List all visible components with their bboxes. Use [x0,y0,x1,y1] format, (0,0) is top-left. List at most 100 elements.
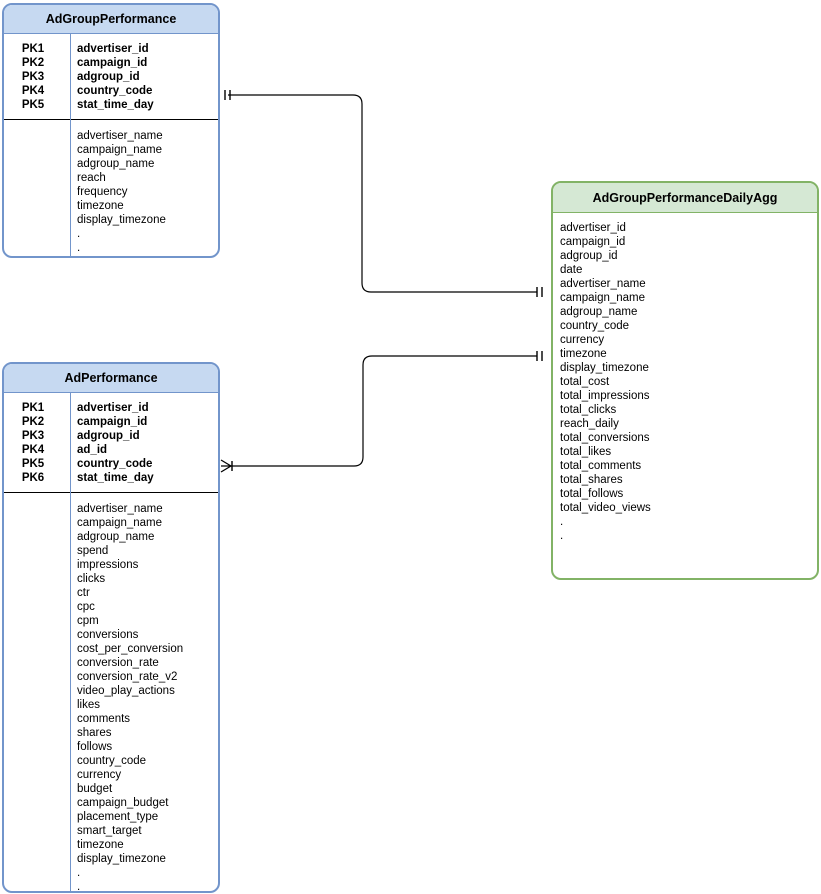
pk-label: PK3 [21,430,45,442]
relationship-adgroup-to-agg[interactable] [224,90,543,297]
pk-label: PK2 [21,416,45,428]
pk-label: PK5 [21,458,45,470]
entity-title: AdGroupPerformance [4,5,218,34]
attribute: spend [77,545,109,557]
attribute-ellipsis: . [560,530,564,542]
relationship-ad-to-agg[interactable] [220,351,543,473]
relationship-line [231,355,537,467]
pk-field: country_code [77,458,153,470]
pk-field: advertiser_id [77,402,149,414]
attribute-ellipsis: . [77,881,81,893]
pk-field: stat_time_day [77,472,154,484]
relationship-line [228,94,537,293]
attribute: advertiser_name [77,503,163,515]
attribute: conversion_rate [77,657,159,669]
attribute: follows [77,741,113,753]
attribute: shares [77,727,112,739]
column-divider [70,34,71,256]
attribute: campaign_name [77,517,163,529]
pk-field: adgroup_id [77,71,140,83]
pk-field: campaign_id [77,416,148,428]
entity-ad-performance[interactable]: AdPerformance PK1 PK2 PK3 PK4 PK5 PK6 ad… [2,362,220,893]
entity-body: PK1 PK2 PK3 PK4 PK5 advertiser_id campai… [4,34,218,256]
attribute: advertiser_id [560,222,626,234]
entity-body: advertiser_id campaign_id adgroup_id dat… [553,213,817,578]
attribute: timezone [77,839,124,851]
attribute: currency [77,769,122,781]
attribute: impressions [77,559,139,571]
pk-field: adgroup_id [77,430,140,442]
entity-body: PK1 PK2 PK3 PK4 PK5 PK6 advertiser_id ca… [4,393,218,891]
attribute: total_shares [560,474,623,486]
attribute-fields: advertiser_name campaign_name adgroup_na… [70,493,218,893]
attribute: total_video_views [560,502,651,514]
attribute: adgroup_name [77,531,155,543]
attribute: campaign_name [77,144,163,156]
attribute-section: advertiser_name campaign_name adgroup_na… [4,493,218,893]
attribute: total_conversions [560,432,650,444]
pk-label: PK1 [21,43,45,55]
attribute: adgroup_id [560,250,618,262]
attribute-fields: advertiser_name campaign_name adgroup_na… [70,120,218,256]
attribute: total_follows [560,488,624,500]
attribute: date [560,264,583,276]
attribute: reach [77,172,106,184]
attribute: cpc [77,601,95,613]
cardinality-many-crowsfoot-icon [220,459,232,473]
attribute: placement_type [77,811,159,823]
attribute: timezone [77,200,124,212]
primary-key-fields: advertiser_id campaign_id adgroup_id cou… [70,34,218,119]
pk-field: ad_id [77,444,108,456]
entity-adgroup-performance[interactable]: AdGroupPerformance PK1 PK2 PK3 PK4 PK5 a… [2,3,220,258]
attribute: campaign_name [560,292,646,304]
attribute: reach_daily [560,418,619,430]
attribute: total_impressions [560,390,650,402]
pk-label: PK1 [21,402,45,414]
attribute: conversion_rate_v2 [77,671,178,683]
attribute: ctr [77,587,90,599]
attribute: comments [77,713,131,725]
attribute: budget [77,783,113,795]
pk-label: PK3 [21,71,45,83]
pk-label: PK2 [21,57,45,69]
pk-label: PK4 [21,444,45,456]
attribute-ellipsis: . [77,867,81,879]
pk-field: advertiser_id [77,43,149,55]
attribute: advertiser_name [77,130,163,142]
attribute: video_play_actions [77,685,175,697]
attribute-ellipsis: . [77,228,81,240]
primary-key-section: PK1 PK2 PK3 PK4 PK5 PK6 advertiser_id ca… [4,393,218,493]
attribute: total_clicks [560,404,617,416]
pk-label: PK5 [21,99,45,111]
attribute: adgroup_name [560,306,638,318]
attribute: total_comments [560,460,642,472]
attribute: country_code [560,320,630,332]
primary-key-labels: PK1 PK2 PK3 PK4 PK5 [4,34,70,119]
attribute: country_code [77,755,147,767]
attribute: conversions [77,629,139,641]
entity-title: AdGroupPerformanceDailyAgg [553,183,817,213]
attribute: likes [77,699,101,711]
attribute: adgroup_name [77,158,155,170]
attribute: cpm [77,615,99,627]
attribute: cost_per_conversion [77,643,184,655]
attribute: display_timezone [560,362,649,374]
attribute: timezone [560,348,607,360]
attribute: display_timezone [77,214,166,226]
attribute: frequency [77,186,128,198]
attribute: smart_target [77,825,142,837]
attribute: total_cost [560,376,610,388]
primary-key-section: PK1 PK2 PK3 PK4 PK5 advertiser_id campai… [4,34,218,120]
attribute: total_likes [560,446,612,458]
primary-key-fields: advertiser_id campaign_id adgroup_id ad_… [70,393,218,492]
attribute-ellipsis: . [77,242,81,254]
entity-title: AdPerformance [4,364,218,393]
attribute-spacer [4,493,70,891]
attribute-section: advertiser_name campaign_name adgroup_na… [4,120,218,256]
pk-field: stat_time_day [77,99,154,111]
attribute: currency [560,334,605,346]
entity-adgroup-performance-daily-agg[interactable]: AdGroupPerformanceDailyAgg advertiser_id… [551,181,819,580]
column-divider [70,393,71,891]
attribute: clicks [77,573,106,585]
attribute: campaign_id [560,236,626,248]
